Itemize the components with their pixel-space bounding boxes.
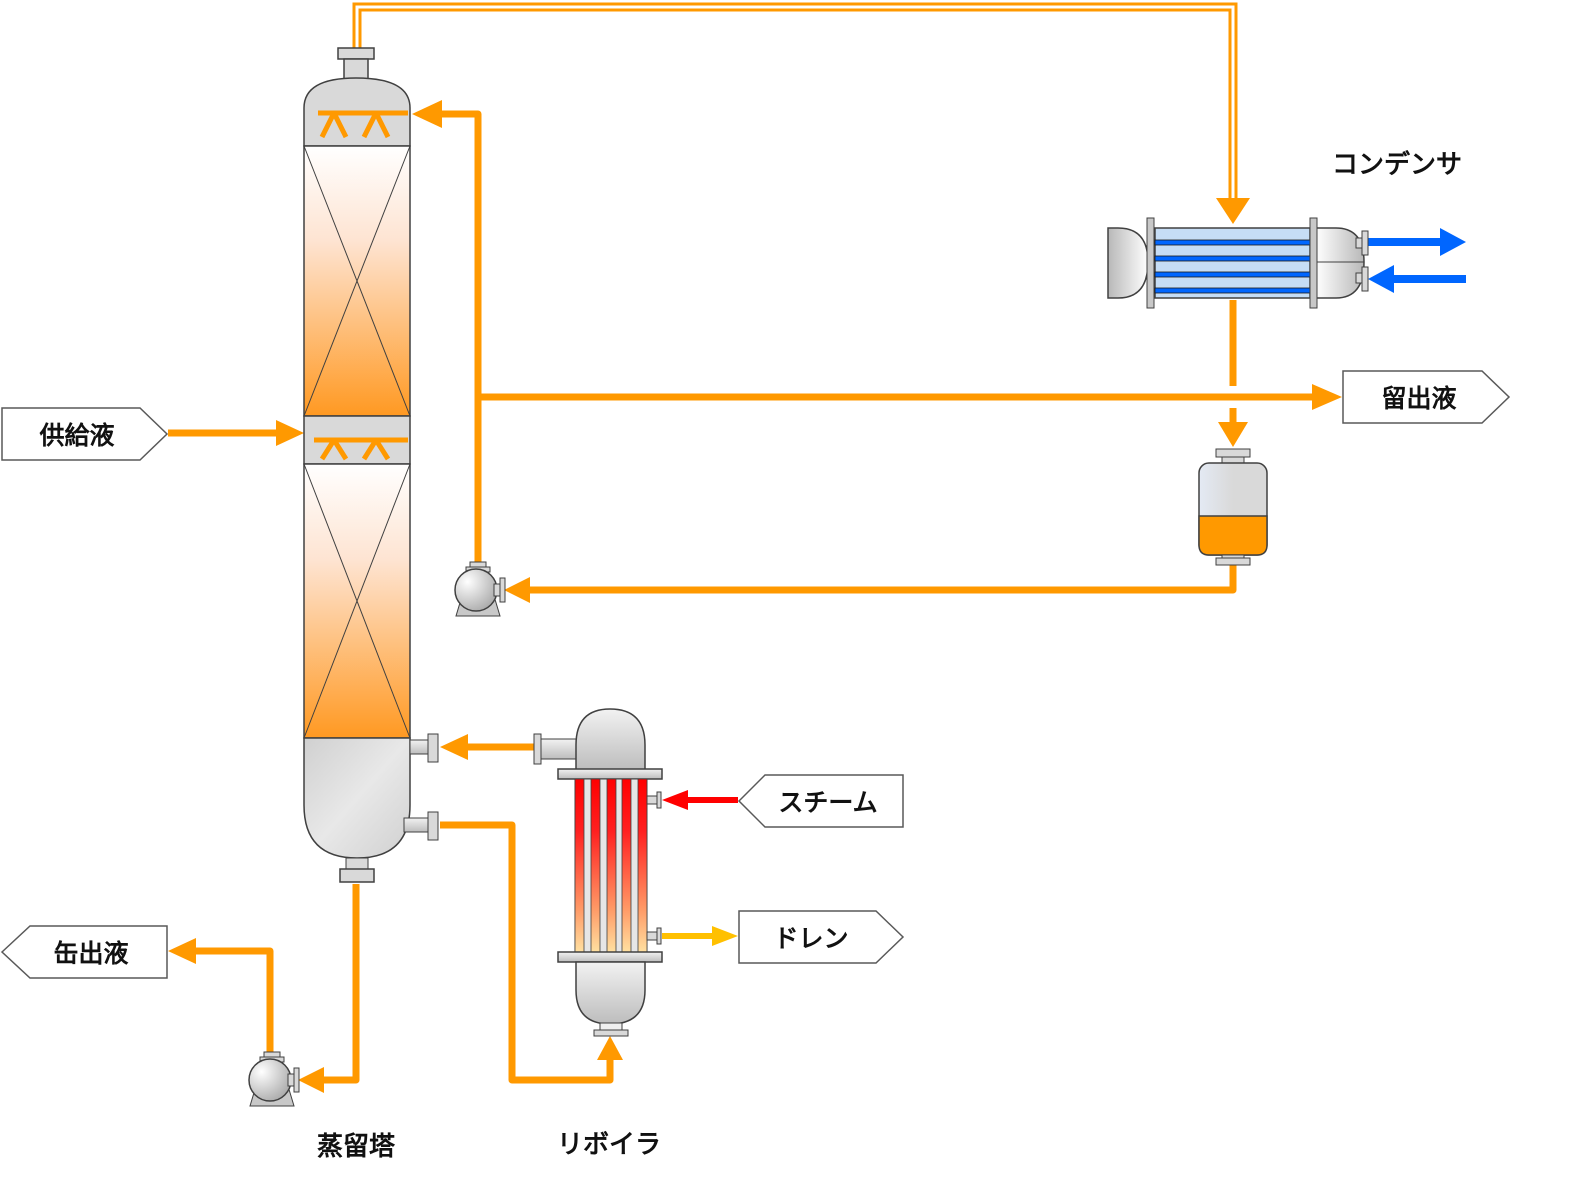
reflux-drum-to-pump-line	[504, 562, 1237, 603]
distillation-column[interactable]	[303, 47, 439, 883]
reflux-drum[interactable]	[1198, 448, 1268, 566]
reboiler-label: リボイラ	[557, 1130, 661, 1160]
column-to-bottoms-pump-line	[298, 884, 360, 1093]
arrow-right-icon	[276, 420, 304, 446]
feed-distributor	[314, 437, 408, 461]
arrow-left-icon	[504, 577, 530, 603]
condenser-label: コンデンサ	[1332, 149, 1462, 180]
cooling-water-out-line	[1368, 228, 1466, 256]
reflux-pump[interactable]	[454, 561, 506, 617]
steam-tag[interactable]: スチーム	[737, 774, 904, 828]
bottoms-product-line	[168, 938, 274, 1056]
bottoms-label: 缶出液	[53, 939, 128, 968]
overhead-vapor-line	[352, 2, 1250, 224]
drum-liquid-level	[1198, 515, 1268, 556]
column-label: 蒸留塔	[317, 1132, 396, 1162]
arrow-down-icon	[1216, 198, 1250, 224]
arrow-left-icon	[662, 790, 688, 810]
arrow-left-icon	[440, 734, 468, 760]
arrow-down-icon	[1218, 422, 1248, 447]
steam-line	[662, 790, 738, 810]
bottoms-tag[interactable]: 缶出液	[0, 925, 168, 979]
distillate-line	[478, 384, 1342, 410]
steam-label: スチーム	[778, 788, 877, 817]
feed-label: 供給液	[38, 421, 114, 450]
feed-tag[interactable]: 供給液	[1, 407, 169, 461]
arrow-left-icon	[298, 1067, 324, 1093]
drain-label: ドレン	[773, 924, 848, 953]
arrow-right-icon	[1440, 228, 1466, 256]
bottoms-pump[interactable]	[248, 1051, 300, 1107]
reboiler[interactable]	[533, 708, 663, 1037]
drain-line	[662, 926, 738, 946]
arrow-right-icon	[1312, 384, 1342, 410]
arrow-left-icon	[412, 100, 442, 128]
cooling-water-in-line	[1368, 265, 1466, 293]
arrow-up-icon	[597, 1036, 623, 1060]
arrow-left-icon	[1368, 265, 1394, 293]
reflux-return-line	[412, 100, 482, 565]
condenser[interactable]	[1107, 217, 1369, 309]
arrow-right-icon	[712, 926, 738, 946]
top-distributor	[318, 110, 408, 139]
arrow-left-icon	[168, 938, 196, 964]
feed-line	[168, 420, 304, 446]
column-to-reboiler-line	[440, 821, 623, 1084]
reboiler-vapor-return-line	[440, 734, 534, 760]
distillate-label: 留出液	[1381, 384, 1456, 413]
drain-tag[interactable]: ドレン	[738, 910, 905, 964]
condensate-line	[1218, 300, 1248, 447]
distillate-tag[interactable]: 留出液	[1342, 370, 1511, 424]
